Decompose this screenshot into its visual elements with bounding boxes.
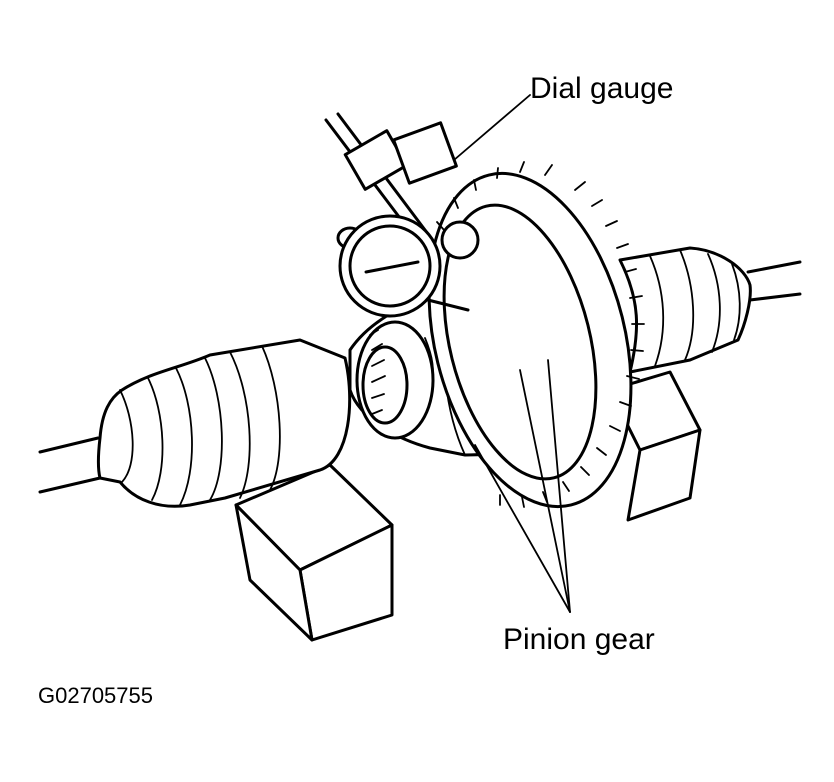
left-cv-boot — [97, 338, 352, 508]
ring-gear — [427, 161, 645, 509]
side-bearing — [355, 320, 435, 440]
figure-code: G02705755 — [38, 683, 153, 708]
left-axle-shaft — [38, 436, 102, 494]
dial-gauge-label: Dial gauge — [530, 72, 674, 105]
right-support-block — [608, 370, 702, 522]
right-cv-boot — [618, 246, 752, 374]
dial-gauge-assembly — [324, 112, 480, 318]
right-axle-shaft — [746, 260, 802, 302]
pinion-gear-label: Pinion gear — [503, 623, 655, 656]
leader-lines — [453, 94, 571, 613]
left-support-block — [234, 463, 394, 642]
